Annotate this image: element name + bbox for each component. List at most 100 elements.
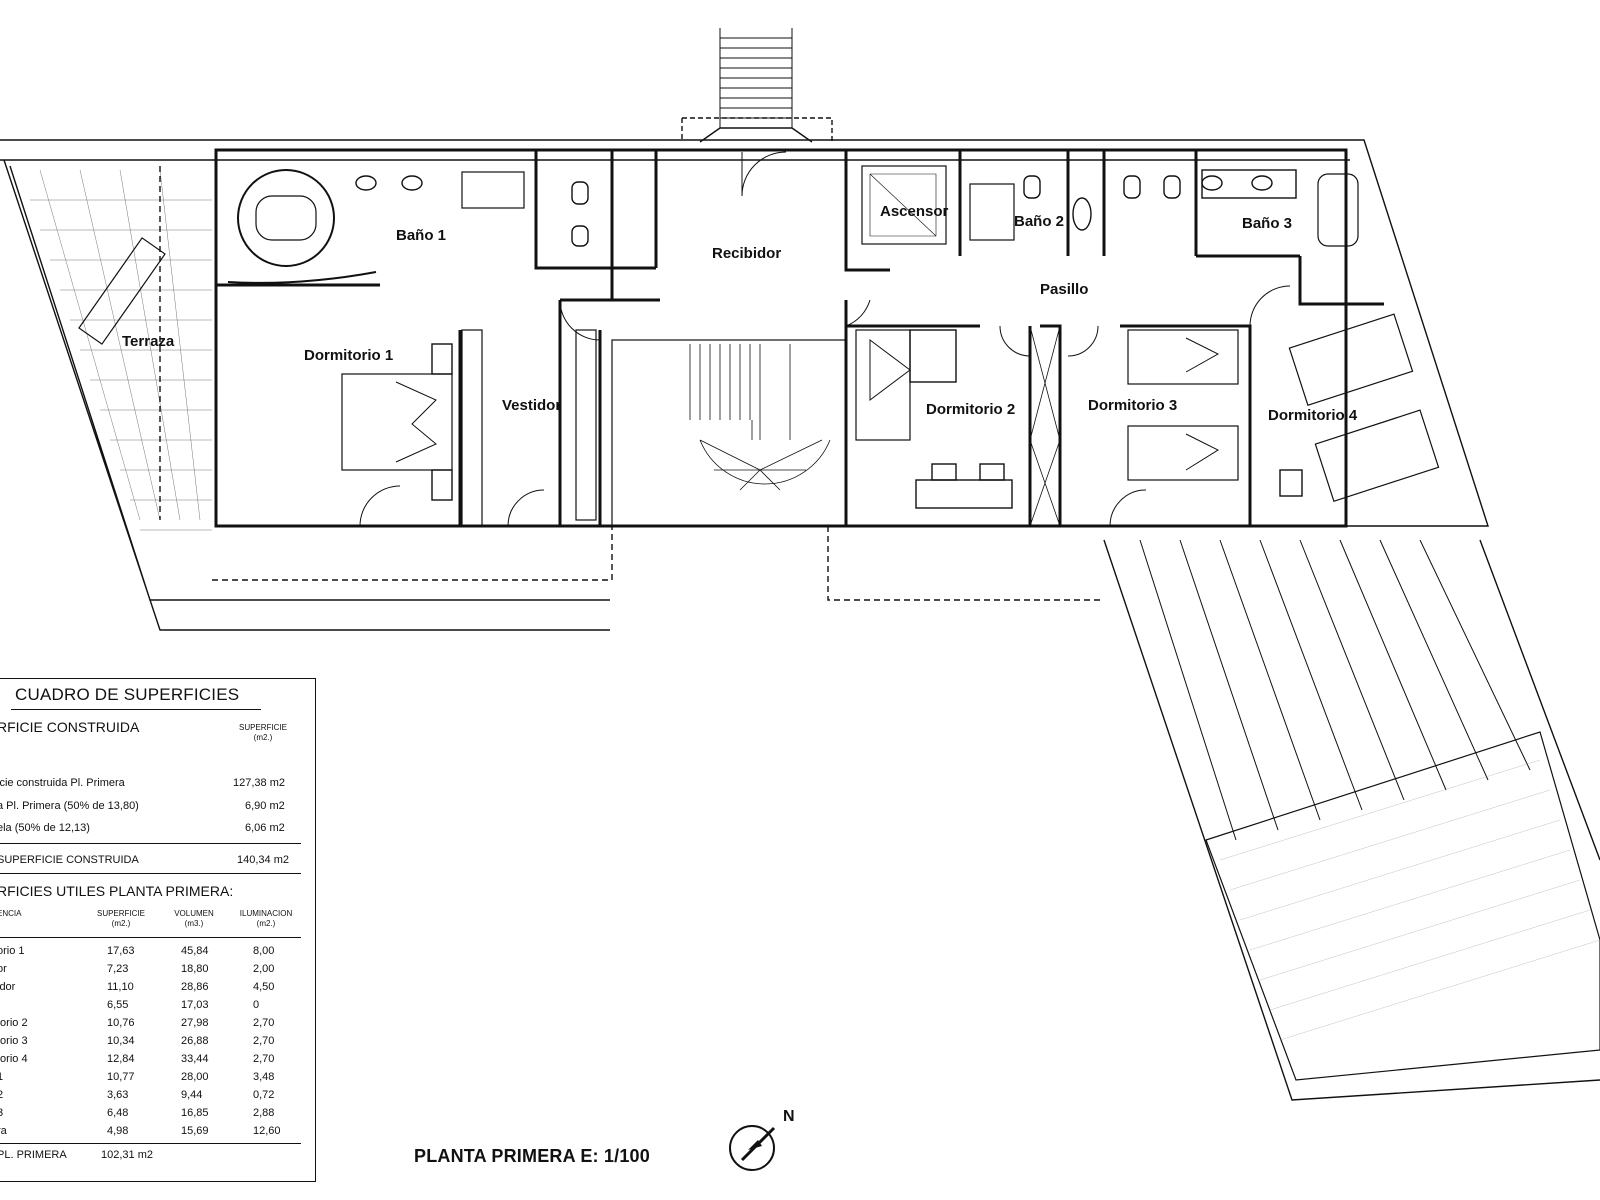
- row-volumen: 27,98: [181, 1017, 209, 1029]
- construida-row-label: a Pl. Primera (50% de 13,80): [0, 800, 139, 812]
- pergola-outline: [1103, 539, 1600, 1101]
- row-volumen: 28,86: [181, 981, 209, 993]
- construida-row-value: 127,38 m2: [233, 777, 285, 789]
- room-label-bano-3: Baño 3: [1242, 215, 1292, 232]
- row-name: 2: [0, 1089, 4, 1101]
- utiles-header-volumen-1: VOLUMEN: [174, 909, 214, 918]
- row-volumen: 9,44: [181, 1089, 203, 1101]
- bed-dormitorio-3a: [1127, 329, 1239, 385]
- row-iluminacion: 12,60: [253, 1125, 281, 1137]
- row-volumen: 28,00: [181, 1071, 209, 1083]
- separator: [0, 873, 301, 874]
- bed-dormitorio-2: [855, 329, 911, 441]
- separator: [0, 937, 301, 938]
- room-label-recibidor: Recibidor: [712, 245, 781, 262]
- utiles-title: RFICIES UTILES PLANTA PRIMERA:: [0, 883, 234, 899]
- row-superficie: 4,98: [107, 1125, 129, 1137]
- row-volumen: 45,84: [181, 945, 209, 957]
- surface-table-title: CUADRO DE SUPERFICIES: [15, 685, 240, 704]
- bed-dormitorio-3b: [1127, 425, 1239, 481]
- utiles-header-volumen-2: (m3.): [184, 919, 204, 928]
- stairwell: [611, 339, 847, 527]
- shower-tray-2: [969, 183, 1015, 241]
- row-superficie: 11,10: [107, 981, 134, 993]
- separator: [0, 1143, 301, 1144]
- construida-col-line1: SUPERFICIE: [238, 723, 287, 732]
- row-iluminacion: 0,72: [253, 1089, 275, 1101]
- row-name: torio 3: [0, 1035, 28, 1047]
- construida-total-label: SUPERFICIE CONSTRUIDA: [0, 854, 139, 866]
- row-iluminacion: 2,70: [253, 1017, 275, 1029]
- row-superficie: 7,23: [107, 963, 129, 975]
- room-label-pasillo: Pasillo: [1040, 281, 1088, 298]
- utiles-header-superficie-1: SUPERFICIE: [96, 909, 145, 918]
- row-superficie: 10,34: [107, 1035, 135, 1047]
- terraza-grid: [30, 169, 212, 531]
- room-label-vestidor: Vestidor: [502, 397, 561, 414]
- construida-col-line2: (m2.): [253, 733, 273, 742]
- terraza-dashed: [159, 166, 613, 581]
- construida-col-header: SUPERFICIE (m2.): [233, 723, 293, 743]
- row-superficie: 6,55: [107, 999, 129, 1011]
- sun-lounger: [78, 237, 166, 345]
- round-bathtub: [237, 169, 335, 267]
- row-volumen: 18,80: [181, 963, 209, 975]
- construida-row-label: ela (50% de 12,13): [0, 822, 90, 834]
- row-iluminacion: 2,00: [253, 963, 275, 975]
- bed-dormitorio-4a: [1288, 313, 1414, 406]
- utiles-header-iluminacion-2: (m2.): [256, 919, 276, 928]
- row-iluminacion: 4,50: [253, 981, 275, 993]
- row-name: orio 1: [0, 945, 25, 957]
- utiles-header-superficie-2: (m2.): [111, 919, 131, 928]
- bathtub-3: [1317, 173, 1359, 247]
- room-label-dormitorio-4: Dormitorio 4: [1268, 407, 1358, 424]
- construida-row-value: 6,06 m2: [245, 822, 285, 834]
- room-label-ascensor: Ascensor: [880, 203, 949, 220]
- row-superficie: 10,77: [107, 1071, 135, 1083]
- construida-row-value: 6,90 m2: [245, 800, 285, 812]
- utiles-header-dependencia: ENCIA: [0, 909, 22, 918]
- row-iluminacion: 8,00: [253, 945, 275, 957]
- row-name: torio 4: [0, 1053, 28, 1065]
- pool-outline: [1205, 731, 1600, 1081]
- row-name: or: [0, 963, 7, 975]
- room-label-dormitorio-1: Dormitorio 1: [304, 347, 393, 364]
- door-arcs: [359, 151, 1291, 527]
- wardrobe: [461, 329, 483, 527]
- row-volumen: 15,69: [181, 1125, 209, 1137]
- row-superficie: 6,48: [107, 1107, 129, 1119]
- row-name: torio 2: [0, 1017, 28, 1029]
- title-underline: [11, 709, 261, 710]
- compass-icon: [729, 1125, 776, 1171]
- row-name: idor: [0, 981, 16, 993]
- elevator: [861, 165, 947, 245]
- north-arrow: N: [728, 1108, 808, 1180]
- construida-total-value: 140,34 m2: [237, 854, 289, 866]
- row-superficie: 3,63: [107, 1089, 129, 1101]
- terrace-edge: [827, 526, 1104, 601]
- construida-title: RFICIE CONSTRUIDA: [0, 719, 140, 735]
- entry-porch: [681, 117, 833, 142]
- utiles-header-volumen: VOLUMEN (m3.): [167, 909, 221, 929]
- room-label-terraza: Terraza: [122, 333, 175, 350]
- room-label-dormitorio-2: Dormitorio 2: [926, 401, 1015, 418]
- row-name: ra: [0, 1125, 7, 1137]
- utiles-total-label: PL. PRIMERA: [0, 1149, 67, 1161]
- utiles-header-iluminacion: ILUMINACION (m2.): [233, 909, 299, 929]
- utiles-header-superficie: SUPERFICIE (m2.): [91, 909, 151, 929]
- utiles-total-value: 102,31 m2: [101, 1149, 153, 1161]
- bed-dormitorio-1: [341, 373, 453, 471]
- row-volumen: 17,03: [181, 999, 209, 1011]
- row-superficie: 17,63: [107, 945, 135, 957]
- surface-table: CUADRO DE SUPERFICIES RFICIE CONSTRUIDA …: [0, 678, 316, 1182]
- plan-title: PLANTA PRIMERA E: 1/100: [414, 1146, 650, 1166]
- north-label: N: [783, 1108, 795, 1125]
- row-volumen: 33,44: [181, 1053, 209, 1065]
- row-iluminacion: 2,70: [253, 1035, 275, 1047]
- bed-dormitorio-4b: [1314, 409, 1440, 502]
- row-iluminacion: 0: [253, 999, 260, 1011]
- room-label-bano-2: Baño 2: [1014, 213, 1064, 230]
- stair-steps: [689, 344, 831, 491]
- row-iluminacion: 3,48: [253, 1071, 275, 1083]
